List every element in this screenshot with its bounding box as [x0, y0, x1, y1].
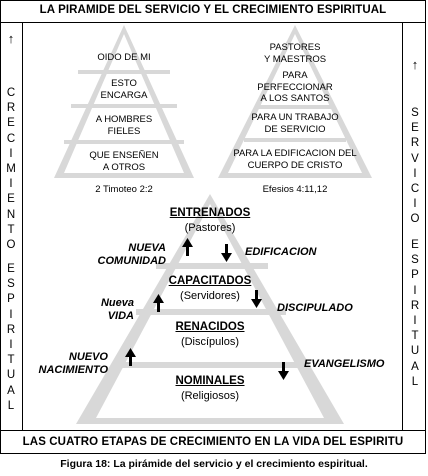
- right-espiritual-letter: R: [410, 299, 420, 312]
- left-espiritual-letter: E: [7, 263, 15, 275]
- left-espiritual-letter: P: [7, 293, 15, 306]
- left-crecimiento-letter: M: [6, 162, 16, 175]
- right-column-divider: [402, 22, 403, 430]
- right-espiritual-letter: L: [411, 375, 419, 388]
- left-espiritual-letter: R: [6, 323, 16, 336]
- right-servicio-letter: O: [410, 213, 420, 226]
- left-espiritual-letter: I: [9, 338, 13, 351]
- right-servicio-letter: R: [410, 137, 420, 150]
- label-evangelismo: EVANGELISMO: [304, 358, 385, 370]
- down-arrow-icon: [221, 244, 232, 262]
- left-crecimiento-letter: C: [6, 132, 16, 145]
- right-pyramid-level-3: PARA UN TRABAJO DE SERVICIO: [251, 112, 339, 135]
- right-servicio-letter: E: [411, 122, 419, 135]
- left-crecimiento-letter: R: [6, 102, 16, 115]
- header-divider: [0, 22, 426, 23]
- left-espiritual-letter: A: [7, 384, 15, 397]
- left-espiritual-letter: S: [7, 278, 15, 291]
- stage-subtitle-religiosos: (Religiosos): [180, 390, 240, 402]
- up-arrow-icon: [182, 238, 193, 256]
- left-pyramid-reference: 2 Timoteo 2:2: [95, 184, 153, 195]
- stage-subtitle-servidores: (Servidores): [180, 290, 240, 302]
- right-pyramid-band-1: [258, 105, 332, 109]
- stage-title-nominales: NOMINALES: [175, 375, 245, 387]
- left-crecimiento-letter: C: [6, 87, 16, 99]
- right-pyramid-level-2: PARA PERFECCIONAR A LOS SANTOS: [257, 70, 333, 104]
- left-pyramid-band-1: [78, 70, 170, 74]
- left-crecimiento-letter: I: [9, 178, 13, 191]
- left-column-divider: [22, 22, 23, 430]
- right-pyramid-band-2: [244, 138, 346, 142]
- right-espiritual-letter: P: [411, 269, 419, 282]
- main-pyramid-band-1: [156, 263, 268, 269]
- right-espiritual-letter: U: [410, 345, 420, 358]
- main-pyramid-band-3: [118, 362, 302, 368]
- left-espiritual-letter: U: [6, 369, 16, 382]
- right-espiritual-letter: S: [411, 254, 419, 267]
- stage-title-renacidos: RENACIDOS: [175, 321, 245, 333]
- down-arrow-icon: [278, 362, 289, 380]
- left-up-arrow-icon: ↑: [7, 31, 15, 46]
- label-edificacion: EDIFICACION: [245, 246, 317, 258]
- right-espiritual-letter: I: [413, 284, 417, 297]
- right-pyramid-level-1: PASTORES Y MAESTROS: [263, 42, 327, 65]
- stage-title-capacitados: CAPACITADOS: [168, 275, 252, 287]
- left-pyramid-level-1: OIDO DE MI: [97, 52, 151, 63]
- down-arrow-icon: [251, 290, 262, 308]
- right-servicio-letter: I: [413, 167, 417, 180]
- left-espiritual-letter: T: [7, 354, 15, 367]
- figure-frame: [0, 0, 426, 454]
- left-pyramid-band-3: [64, 140, 184, 144]
- right-espiritual-letter: T: [411, 330, 419, 343]
- left-pyramid-level-4: QUE ENSEÑEN A OTROS: [89, 150, 159, 173]
- left-small-pyramid-inner: [64, 34, 184, 173]
- left-espiritual-letter: I: [9, 308, 13, 321]
- right-servicio-letter: S: [411, 107, 419, 119]
- left-crecimiento-letter: E: [7, 193, 15, 206]
- left-pyramid-band-2: [71, 104, 177, 108]
- right-espiritual-letter: A: [411, 360, 419, 373]
- up-arrow-icon: [153, 294, 164, 312]
- right-espiritual-letter: E: [411, 239, 419, 251]
- main-pyramid-band-2: [136, 309, 286, 315]
- stage-subtitle-discipulos: (Discípulos): [180, 336, 240, 348]
- left-crecimiento-letter: E: [7, 117, 15, 130]
- left-pyramid-level-3: A HOMBRES FIELES: [95, 114, 153, 137]
- label-nueva-comunidad: NUEVA COMUNIDAD: [97, 242, 166, 267]
- stage-title-entrenados: ENTRENADOS: [169, 207, 251, 219]
- right-servicio-letter: C: [410, 182, 420, 195]
- left-crecimiento-letter: N: [6, 208, 16, 221]
- left-pyramid-level-2: ESTO ENCARGA: [100, 78, 148, 101]
- label-nuevo-nacimiento: NUEVO NACIMIENTO: [38, 351, 108, 376]
- up-arrow-icon: [125, 348, 136, 366]
- right-servicio-letter: V: [411, 152, 419, 165]
- left-crecimiento-letter: I: [9, 147, 13, 160]
- label-nueva-vida: Nueva VIDA: [100, 297, 134, 322]
- label-discipulado: DISCIPULADO: [277, 302, 353, 314]
- stage-subtitle-pastores: (Pastores): [184, 222, 236, 234]
- footer-title: LAS CUATRO ETAPAS DE CRECIMIENTO EN LA V…: [22, 436, 404, 448]
- right-pyramid-reference: Efesios 4:11,12: [262, 184, 328, 195]
- left-espiritual-letter: L: [7, 399, 15, 412]
- right-up-arrow-icon: ↑: [411, 57, 419, 72]
- right-pyramid-level-4: PARA LA EDIFICACION DEL CUERPO DE CRISTO: [233, 148, 357, 171]
- header-title: LA PIRAMIDE DEL SERVICIO Y EL CRECIMIENT…: [39, 4, 387, 16]
- footer-divider: [0, 430, 426, 431]
- figure-caption: Figura 18: La pirámide del servicio y el…: [60, 458, 368, 470]
- left-crecimiento-letter: T: [7, 223, 15, 236]
- left-crecimiento-letter: O: [6, 238, 16, 251]
- right-espiritual-letter: I: [413, 314, 417, 327]
- right-servicio-letter: I: [413, 198, 417, 211]
